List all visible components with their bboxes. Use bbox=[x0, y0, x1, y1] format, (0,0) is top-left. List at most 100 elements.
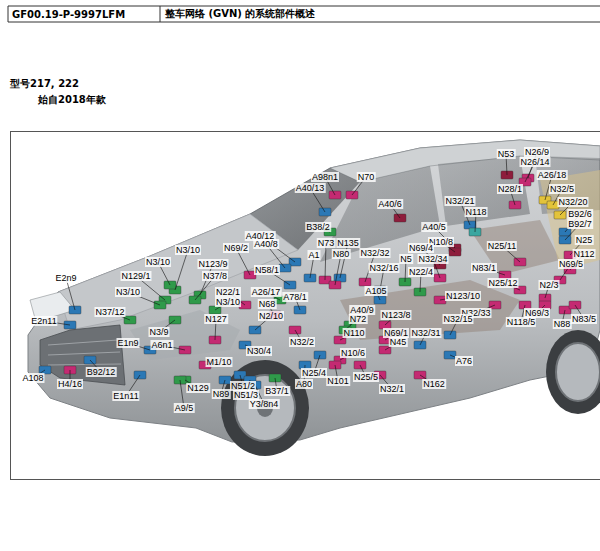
callout-label: N88 bbox=[553, 319, 572, 329]
callout-label: A108 bbox=[21, 373, 44, 383]
table-rule bbox=[8, 6, 9, 22]
callout-label: N10/6 bbox=[340, 348, 366, 358]
callout-label: N123/8 bbox=[380, 310, 411, 320]
callout-label: N83/1 bbox=[471, 263, 497, 273]
table-rule bbox=[8, 22, 600, 23]
callout-label: N3/10 bbox=[145, 257, 171, 267]
callout-label: N135 bbox=[336, 238, 360, 248]
callout-label: N101 bbox=[326, 376, 350, 386]
callout-label: N32/20 bbox=[557, 197, 588, 207]
callout-label: N3/10 bbox=[215, 297, 241, 307]
callout-label: N118/5 bbox=[506, 317, 536, 327]
callout-label: B92/7 bbox=[567, 219, 593, 229]
callout-label: A40/6 bbox=[377, 199, 403, 209]
callout-label: N69/5 bbox=[558, 259, 584, 269]
callout-label: N2/3 bbox=[538, 280, 559, 290]
callout-label: N5 bbox=[399, 254, 413, 264]
callout-label: N83/5 bbox=[571, 314, 597, 324]
callout-label: B38/2 bbox=[305, 222, 331, 232]
table-cell: GF00.19-P-9997LFM bbox=[12, 9, 125, 20]
callout-label: N73 bbox=[317, 238, 336, 248]
callout-label: A40/5 bbox=[421, 222, 447, 232]
callout-label: N37/12 bbox=[94, 307, 125, 317]
callout-label: A26/17 bbox=[251, 287, 282, 297]
callout-label: N32/31 bbox=[410, 328, 441, 338]
model-note: 型号217, 222 bbox=[10, 77, 79, 91]
callout-label: E1n9 bbox=[116, 338, 139, 348]
callout-label: N22/4 bbox=[408, 267, 434, 277]
callout-label: N32/32 bbox=[359, 248, 390, 258]
callout-label: N3/9 bbox=[148, 327, 169, 337]
callout-label: E2n9 bbox=[54, 273, 77, 283]
callout-label: N89 bbox=[212, 389, 231, 399]
callout-label: N129 bbox=[186, 383, 210, 393]
callout-label: N25/4 bbox=[301, 368, 327, 378]
callout-label: A80 bbox=[295, 379, 313, 389]
callout-label: N68 bbox=[258, 299, 277, 309]
callout-label: N69/2 bbox=[223, 243, 249, 253]
callout-label: A1 bbox=[307, 250, 320, 260]
callout-label: N32/16 bbox=[368, 263, 399, 273]
callout-label: N123/10 bbox=[445, 291, 481, 301]
callout-label: H4/16 bbox=[57, 379, 83, 389]
callout-label: A98n1 bbox=[311, 172, 339, 182]
callout-label: N2/10 bbox=[258, 311, 284, 321]
table-cell: 整车网络 (GVN) 的系统部件概述 bbox=[165, 7, 315, 21]
callout-label: N53 bbox=[497, 149, 516, 159]
callout-label: N70 bbox=[357, 172, 376, 182]
callout-label: N162 bbox=[422, 379, 446, 389]
callout-label: N127 bbox=[204, 314, 228, 324]
callout-label: N25/11 bbox=[487, 241, 517, 251]
callout-label: N26/14 bbox=[519, 157, 550, 167]
callout-label: N118 bbox=[465, 207, 488, 217]
callout-label: N32/5 bbox=[549, 184, 575, 194]
callout-label: A105 bbox=[364, 286, 387, 296]
callout-label: N123/9 bbox=[197, 259, 228, 269]
callout-label: A6n1 bbox=[150, 340, 173, 350]
callout-label: N32/21 bbox=[444, 196, 475, 206]
callout-label: N110 bbox=[343, 328, 366, 338]
callout-label: N80 bbox=[332, 249, 351, 259]
callout-label: N32/15 bbox=[442, 314, 473, 324]
callout-label: B92/6 bbox=[567, 209, 593, 219]
callout-label: N3/10 bbox=[115, 287, 141, 297]
callout-label: N69/3 bbox=[524, 308, 550, 318]
callout-label: N58/1 bbox=[254, 265, 280, 275]
table-rule bbox=[160, 6, 161, 22]
callout-label: N25 bbox=[575, 235, 594, 245]
callout-label: B92/12 bbox=[86, 367, 117, 377]
callout-label: N37/8 bbox=[202, 271, 228, 281]
callout-label: E1n11 bbox=[112, 391, 139, 401]
callout-label: N22/1 bbox=[215, 287, 241, 297]
model-note: 始自2018年款 bbox=[38, 93, 106, 107]
callout-label: N32/2 bbox=[289, 337, 315, 347]
callout-label: N112 bbox=[573, 249, 596, 259]
table-rule bbox=[8, 6, 600, 7]
callout-label: A40/8 bbox=[253, 239, 279, 249]
callout-label: E2n11 bbox=[30, 316, 57, 326]
callout-label: A76 bbox=[455, 356, 473, 366]
leader-line bbox=[325, 243, 326, 280]
leader-line bbox=[175, 250, 188, 290]
callout-label: A9/5 bbox=[174, 403, 195, 413]
callout-label: N25/5 bbox=[353, 372, 379, 382]
callout-label: N129/1 bbox=[120, 271, 151, 281]
callout-label: N32/1 bbox=[379, 384, 405, 394]
callout-label: N69/4 bbox=[408, 243, 434, 253]
callout-label: M1/10 bbox=[205, 357, 232, 367]
car-body bbox=[28, 140, 600, 456]
callout-label: N72 bbox=[349, 314, 368, 324]
callout-label: B37/1 bbox=[264, 386, 290, 396]
callout-label: A40/13 bbox=[295, 183, 326, 193]
figure-frame bbox=[11, 132, 600, 480]
callout-label: N3/10 bbox=[175, 245, 201, 255]
callout-label: N28/1 bbox=[497, 184, 523, 194]
callout-label: N26/9 bbox=[524, 147, 550, 157]
callout-label: A26/18 bbox=[537, 170, 568, 180]
callout-label: A78/1 bbox=[282, 292, 308, 302]
callout-label: N25/12 bbox=[487, 278, 518, 288]
callout-label: Y3/8n4 bbox=[249, 399, 280, 409]
callout-label: N45 bbox=[389, 337, 408, 347]
